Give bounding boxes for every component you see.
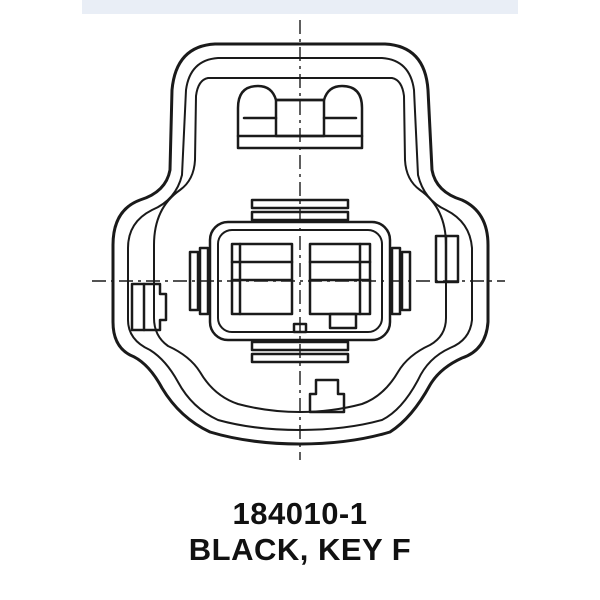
right-key-tab [434,234,460,284]
center-lines [92,20,505,460]
part-number-label: 184010-1 [232,496,368,531]
bottom-key-notch [308,378,346,414]
part-description-label: BLACK, KEY F [188,532,412,567]
cavity-outline [153,77,447,413]
top-band [82,0,518,14]
left-key-tab [130,282,168,332]
